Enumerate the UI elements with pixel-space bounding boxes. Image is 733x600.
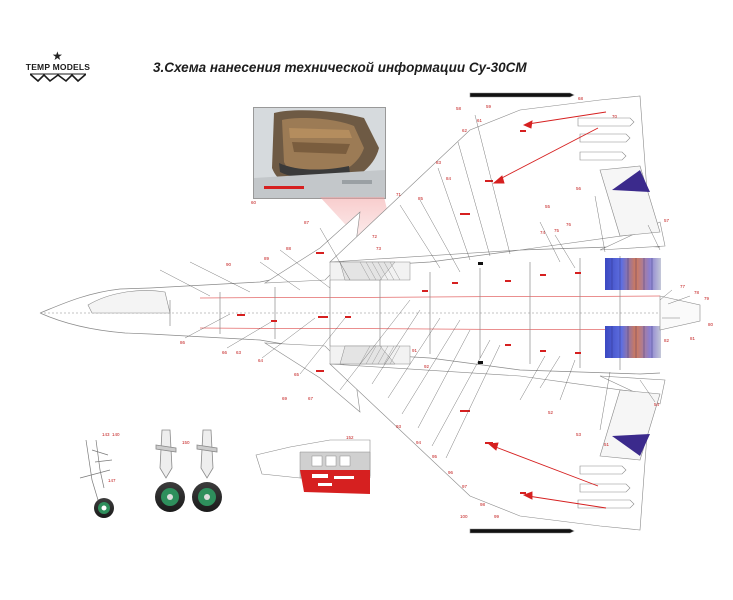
callout-label: 81	[690, 336, 696, 341]
callout-label: 52	[548, 410, 554, 415]
callout-label: 87	[304, 220, 310, 225]
tail-flash-top	[612, 170, 650, 192]
nose-gear-detail	[79, 439, 113, 501]
callout-label: 65	[294, 372, 300, 377]
callout-label: 74	[540, 230, 546, 235]
canards	[263, 211, 361, 413]
callout-label: 99	[494, 514, 500, 519]
callout-label: 75	[554, 228, 560, 233]
callout-label: 90	[226, 262, 232, 267]
detail-photo	[253, 107, 386, 199]
cockpit-side-detail	[255, 439, 371, 494]
callout-label: 72	[372, 234, 378, 239]
callout-label: 59	[486, 104, 492, 109]
callout-label: 150	[182, 440, 190, 445]
callout-label: 152	[346, 435, 354, 440]
callout-label: 77	[680, 284, 686, 289]
logo-text: TEMP MODELS	[25, 62, 91, 72]
callout-label: 100	[460, 514, 468, 519]
callout-label: 68	[578, 96, 584, 101]
callout-label: 67	[308, 396, 314, 401]
tail-flash-bottom	[612, 434, 650, 456]
callout-label: 71	[396, 192, 402, 197]
page-title: 3.Схема нанесения технической информации…	[153, 60, 527, 75]
callout-label: 147	[108, 478, 116, 483]
main-gear-right-detail	[196, 429, 218, 479]
intake-blocks	[329, 261, 411, 365]
callout-label: 79	[704, 296, 710, 301]
callout-label: 61	[477, 118, 483, 123]
callout-label: 69	[282, 396, 288, 401]
red-arrows	[487, 111, 607, 509]
engine-nozzle-bottom	[605, 326, 661, 358]
callout-label: 63	[236, 350, 242, 355]
main-gear-left-detail	[155, 429, 177, 479]
stencil-marks	[237, 130, 581, 494]
callout-label: 62	[462, 128, 468, 133]
callout-label: 78	[694, 290, 700, 295]
main-wings	[329, 95, 651, 531]
callout-label: 83	[436, 160, 442, 165]
callout-label: 54	[654, 402, 660, 407]
callout-label: 143	[102, 432, 110, 437]
callout-label: 93	[396, 424, 402, 429]
callout-label: 64	[258, 358, 264, 363]
canopy	[87, 290, 171, 314]
temp-models-logo: ★ TEMP MODELS	[18, 50, 98, 86]
callout-label: 70	[612, 114, 618, 119]
callout-label: 95	[432, 454, 438, 459]
callout-label: 55	[545, 204, 551, 209]
callout-label: 98	[480, 502, 486, 507]
callout-label: 91	[412, 348, 418, 353]
tail-cone	[659, 295, 701, 331]
callout-label: 92	[424, 364, 430, 369]
callout-label: 86	[180, 340, 186, 345]
callout-label: 88	[286, 246, 292, 251]
lower-missiles	[469, 465, 635, 534]
callout-label: 58	[456, 106, 462, 111]
callout-label: 140	[112, 432, 120, 437]
callout-label: 57	[664, 218, 670, 223]
callout-label: 97	[462, 484, 468, 489]
callout-label: 89	[264, 256, 270, 261]
engine-nozzle-top	[605, 258, 661, 290]
star-icon: ★	[52, 49, 63, 63]
callout-label: 73	[376, 246, 382, 251]
callout-label: 80	[708, 322, 714, 327]
leader-lines	[159, 114, 691, 459]
callout-label: 56	[576, 186, 582, 191]
callout-label: 53	[576, 432, 582, 437]
callout-label: 51	[604, 442, 610, 447]
upper-missiles	[469, 92, 635, 161]
callout-label: 96	[448, 470, 454, 475]
callout-label: 66	[222, 350, 228, 355]
callout-label: 94	[416, 440, 422, 445]
callout-label: 60	[251, 200, 257, 205]
callout-label: 84	[446, 176, 452, 181]
callout-label: 76	[566, 222, 572, 227]
callout-label: 82	[664, 338, 670, 343]
logo-zigzag-icon	[30, 73, 86, 83]
detail-photo-graphic	[254, 108, 385, 198]
callout-label: 85	[418, 196, 424, 201]
intake-grille	[359, 261, 401, 365]
